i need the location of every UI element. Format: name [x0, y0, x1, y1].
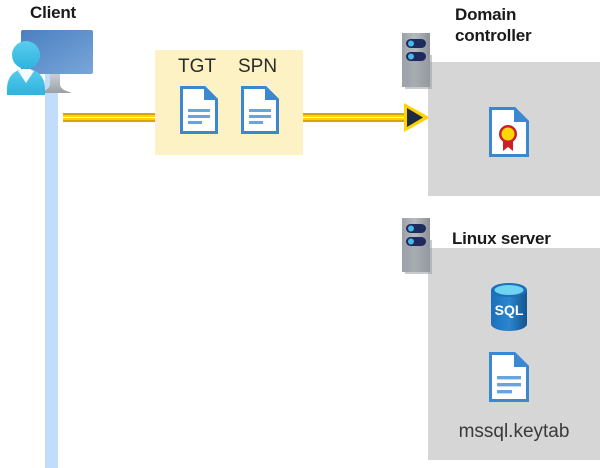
certificate-icon: [489, 107, 529, 157]
linux-server-title: Linux server: [452, 229, 551, 248]
linux-server-icon: [402, 218, 432, 274]
sql-database-icon: SQL: [487, 281, 531, 333]
spn-label: SPN: [238, 56, 278, 77]
spn-document-icon: [241, 86, 279, 134]
client-workstation-icon: [4, 26, 100, 102]
arrow-line-left: [63, 113, 158, 122]
arrow-head-icon: [404, 103, 430, 132]
arrow-line-right: [300, 113, 408, 122]
domain-controller-server-icon: [402, 33, 432, 89]
client-title: Client: [30, 3, 77, 22]
client-lifeline: [45, 70, 58, 468]
tgt-label: TGT: [178, 56, 216, 77]
tgt-document-icon: [180, 86, 218, 134]
sql-icon-text: SQL: [495, 302, 524, 318]
domain-controller-title: Domain controller: [455, 5, 532, 45]
keytab-document-icon: [489, 352, 529, 402]
keytab-filename-caption: mssql.keytab: [458, 421, 570, 442]
